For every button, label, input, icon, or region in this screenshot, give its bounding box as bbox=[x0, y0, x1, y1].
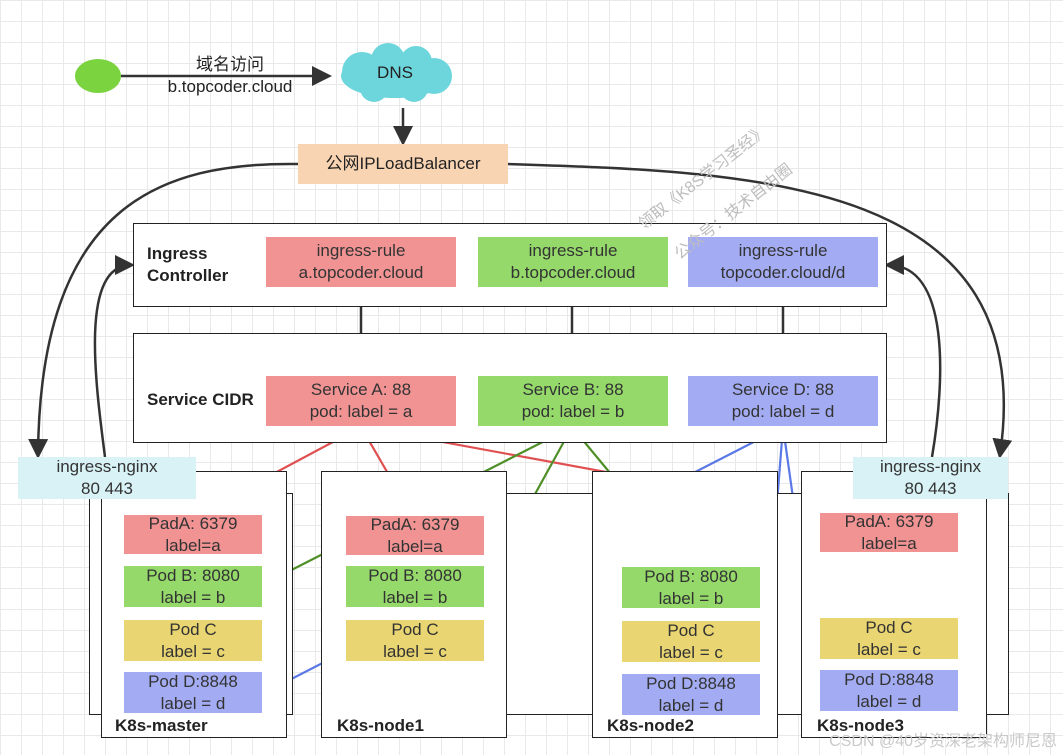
node-name: K8s-node1 bbox=[337, 716, 424, 735]
service-b: Service B: 88 pod: label = b bbox=[478, 376, 668, 426]
pod-line2: label = c bbox=[161, 641, 225, 661]
pod-line2: label = b bbox=[658, 588, 724, 608]
ingress-rule-d-line2: topcoder.cloud/d bbox=[720, 263, 846, 282]
pod-line2: label=a bbox=[165, 535, 221, 555]
pod-line2: label = b bbox=[382, 587, 448, 607]
service-d-line1: Service D: 88 bbox=[731, 380, 835, 399]
pod-line2: label = d bbox=[160, 693, 226, 713]
pod-line1: Pod C bbox=[865, 617, 913, 637]
pod-a: PadA: 6379 label=a bbox=[820, 511, 958, 553]
pod-c: Pod C label = c bbox=[346, 620, 484, 661]
load-balancer: 公网IPLoadBalancer bbox=[298, 144, 508, 184]
pod-line2: label=a bbox=[387, 536, 443, 556]
dns-cloud: DNS bbox=[330, 42, 460, 104]
pod-c: Pod C label = c bbox=[124, 620, 262, 661]
pod-c: Pod C label = c bbox=[622, 621, 760, 662]
service-d-line2: pod: label = d bbox=[731, 402, 835, 421]
ingress-rule-b-line2: b.topcoder.cloud bbox=[510, 263, 636, 282]
pod-line2: label = d bbox=[658, 695, 724, 715]
pod-b: Pod B: 8080 label = b bbox=[124, 566, 262, 607]
ingress-rule-a-line1: ingress-rule bbox=[316, 241, 406, 260]
ingress-nginx-right-line2: 80 443 bbox=[904, 479, 957, 498]
pod-line1: Pod D:8848 bbox=[148, 671, 238, 691]
ingress-rule-b-line1: ingress-rule bbox=[528, 241, 618, 260]
arrow-lb-to-nginx-right bbox=[507, 162, 1013, 459]
pod-line1: PadA: 6379 bbox=[844, 511, 934, 531]
arrow-nginx-right-to-controller bbox=[884, 255, 942, 458]
pod-line1: Pod B: 8080 bbox=[644, 566, 738, 586]
pod-line1: Pod C bbox=[391, 619, 439, 639]
pod-c: Pod C label = c bbox=[820, 618, 958, 659]
ingress-controller-title-line2: Controller bbox=[147, 266, 229, 285]
pod-line2: label=a bbox=[861, 533, 917, 553]
pod-a: PadA: 6379 label=a bbox=[124, 513, 262, 555]
pod-line2: label = d bbox=[856, 691, 922, 711]
pod-b: Pod B: 8080 label = b bbox=[346, 566, 484, 607]
pod-line1: Pod C bbox=[667, 620, 715, 640]
node-name: K8s-node2 bbox=[607, 716, 694, 735]
node-name: K8s-node3 bbox=[817, 716, 904, 735]
ingress-nginx-right: ingress-nginx 80 443 bbox=[853, 457, 1008, 499]
ingress-controller-title: Ingress Controller bbox=[147, 243, 228, 287]
pod-line1: PadA: 6379 bbox=[370, 514, 460, 534]
service-a-line1: Service A: 88 bbox=[310, 380, 412, 399]
ingress-rule-d-line1: ingress-rule bbox=[738, 241, 828, 260]
pod-line2: label = c bbox=[383, 641, 447, 661]
service-a: Service A: 88 pod: label = a bbox=[266, 376, 456, 426]
ingress-nginx-left-line1: ingress-nginx bbox=[56, 457, 158, 476]
load-balancer-label: 公网IPLoadBalancer bbox=[325, 154, 481, 173]
pod-line2: label = c bbox=[659, 642, 723, 662]
cloud-icon bbox=[341, 43, 452, 102]
pod-line1: Pod C bbox=[169, 619, 217, 639]
ingress-nginx-left-line2: 80 443 bbox=[81, 479, 133, 498]
pod-d: Pod D:8848 label = d bbox=[124, 672, 262, 713]
pod-line1: Pod D:8848 bbox=[646, 673, 736, 693]
ingress-rule-a: ingress-rule a.topcoder.cloud bbox=[266, 237, 456, 287]
domain-access-host: b.topcoder.cloud bbox=[167, 77, 293, 96]
arrow-lb-to-nginx-left bbox=[28, 162, 299, 459]
pod-line1: Pod B: 8080 bbox=[368, 565, 462, 585]
ingress-rule-b: ingress-rule b.topcoder.cloud bbox=[478, 237, 668, 287]
service-a-line2: pod: label = a bbox=[309, 402, 413, 421]
pod-line1: Pod B: 8080 bbox=[146, 565, 240, 585]
ingress-rule-a-line2: a.topcoder.cloud bbox=[298, 263, 424, 282]
service-cidr-title: Service CIDR bbox=[147, 390, 254, 409]
node-name: K8s-master bbox=[115, 716, 208, 735]
pod-d: Pod D:8848 label = d bbox=[820, 670, 958, 711]
ingress-rule-d: ingress-rule topcoder.cloud/d bbox=[688, 237, 878, 287]
domain-access-label: 域名访问 b.topcoder.cloud bbox=[150, 52, 310, 100]
pod-line2: label = b bbox=[160, 587, 226, 607]
service-b-line2: pod: label = b bbox=[521, 402, 625, 421]
dns-label: DNS bbox=[377, 63, 413, 82]
pod-d: Pod D:8848 label = d bbox=[622, 674, 760, 715]
ingress-nginx-left: ingress-nginx 80 443 bbox=[18, 457, 196, 499]
pod-line1: PadA: 6379 bbox=[148, 513, 238, 533]
service-d: Service D: 88 pod: label = d bbox=[688, 376, 878, 426]
ingress-controller-title-line1: Ingress bbox=[147, 244, 208, 263]
arrow-nginx-left-to-controller bbox=[93, 255, 135, 458]
pod-b: Pod B: 8080 label = b bbox=[622, 567, 760, 608]
user-dot bbox=[75, 59, 121, 93]
pod-line1: Pod D:8848 bbox=[844, 669, 934, 689]
pod-a: PadA: 6379 label=a bbox=[346, 514, 484, 556]
credit-text: CSDN @40岁资深老架构师尼恩 bbox=[829, 733, 1057, 750]
ingress-nginx-right-line1: ingress-nginx bbox=[879, 457, 982, 476]
pod-line2: label = c bbox=[857, 639, 921, 659]
domain-access-text: 域名访问 bbox=[196, 55, 264, 74]
service-b-line1: Service B: 88 bbox=[522, 380, 624, 399]
